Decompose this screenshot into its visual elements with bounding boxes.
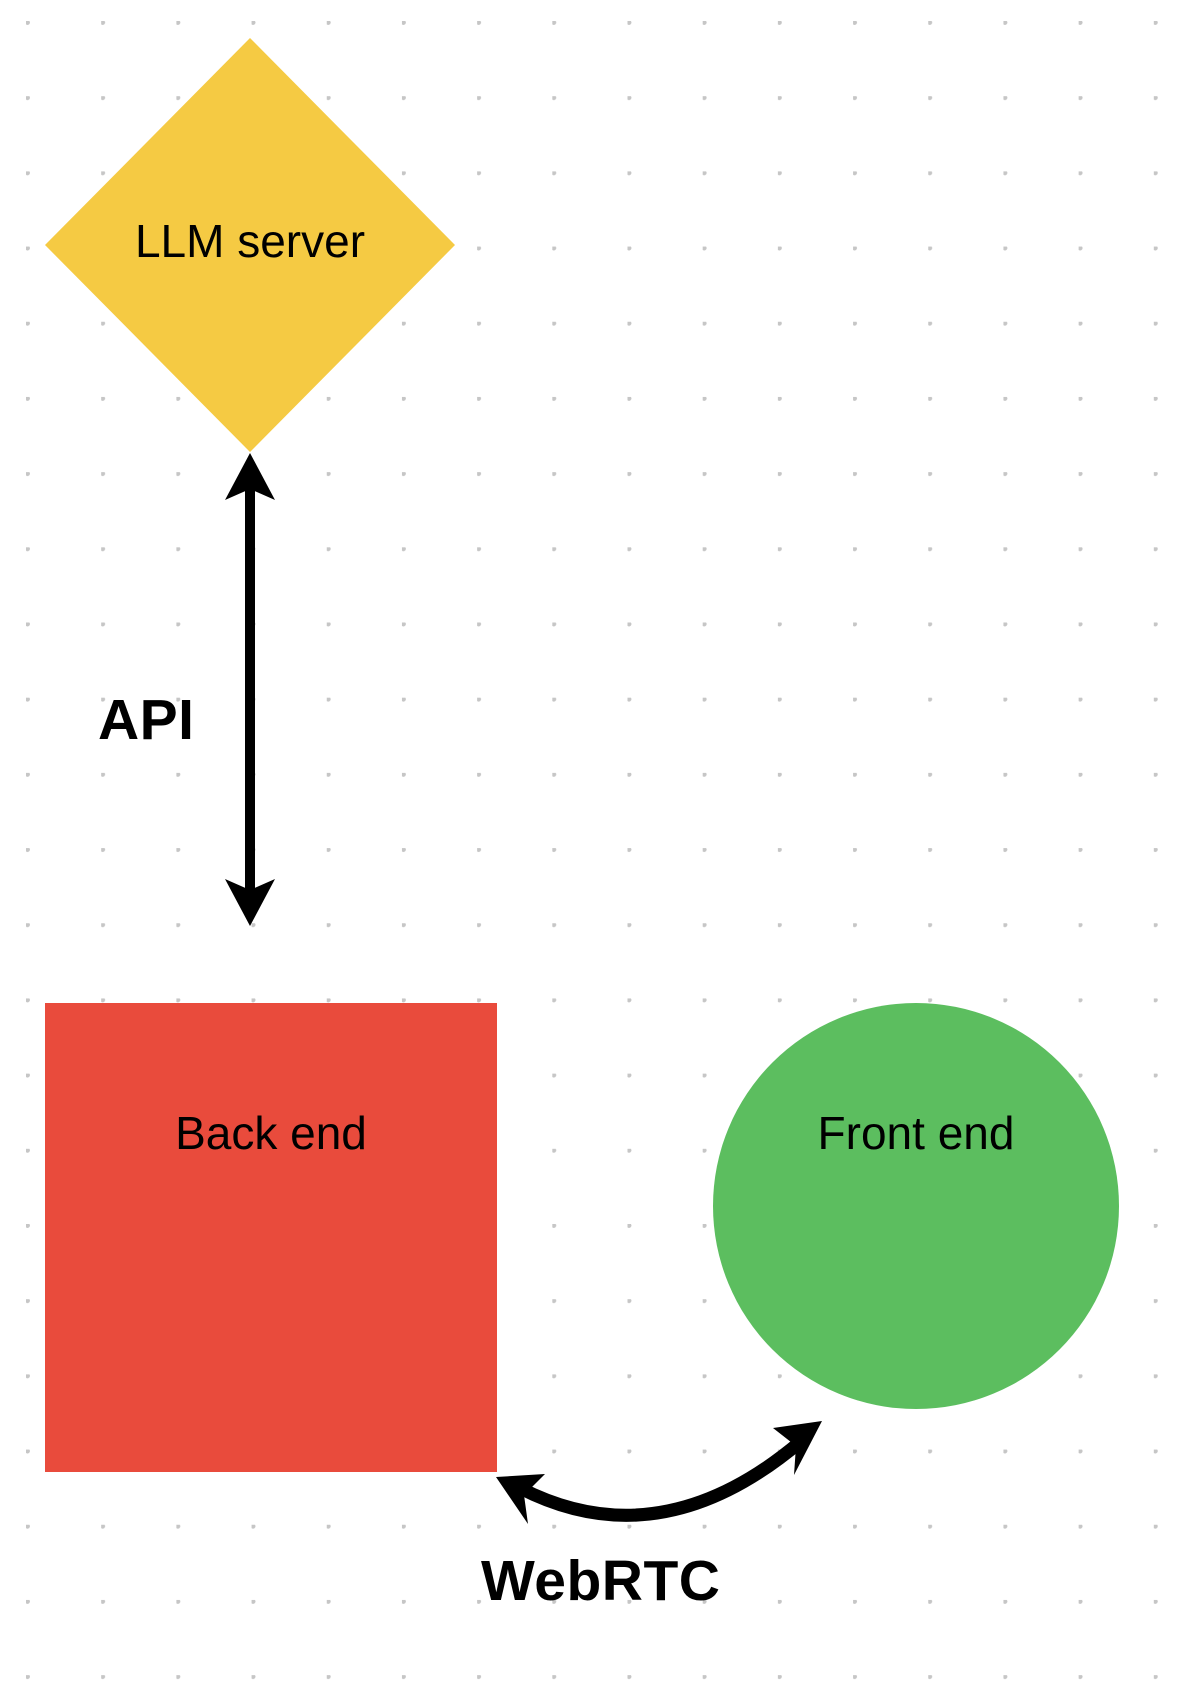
- node-llm-server[interactable]: [45, 38, 455, 452]
- arrowhead-webrtc-right: [773, 1421, 822, 1475]
- edge-api-arrow[interactable]: [225, 453, 275, 926]
- arrowhead-api-down: [225, 879, 275, 926]
- node-front-end[interactable]: [713, 1003, 1119, 1409]
- arrowhead-webrtc-left: [496, 1474, 545, 1524]
- edge-webrtc-curve: [517, 1437, 805, 1522]
- node-back-end[interactable]: [45, 1003, 497, 1472]
- edge-webrtc-arrow[interactable]: [496, 1421, 822, 1524]
- arrowhead-api-up: [225, 453, 275, 500]
